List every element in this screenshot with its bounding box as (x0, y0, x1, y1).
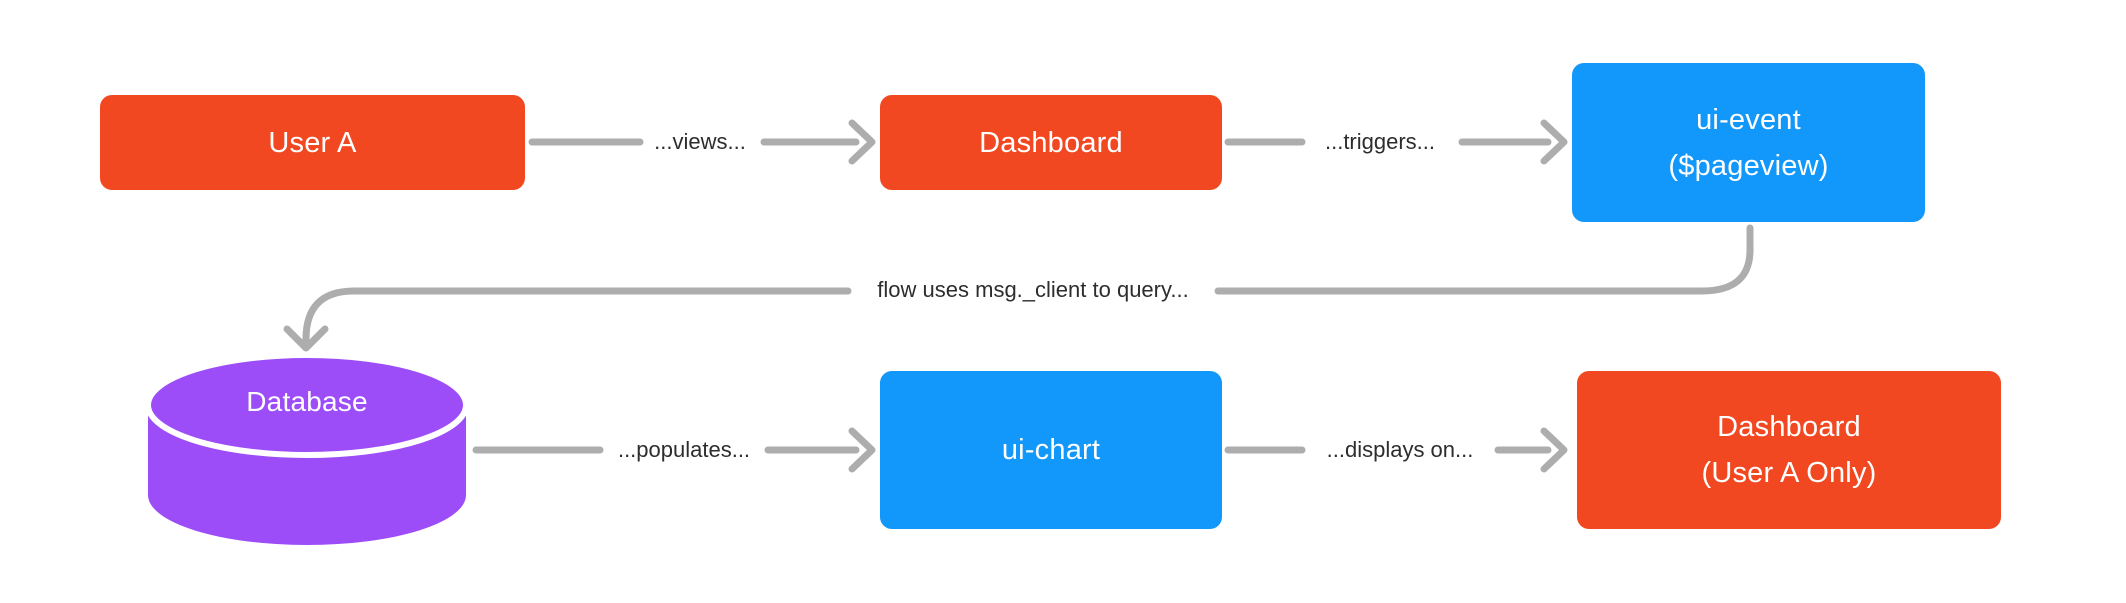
cylinder-bottom (148, 445, 466, 545)
node-database-label: Database (246, 386, 368, 417)
edge-label-displays-on: ...displays on... (1322, 437, 1478, 463)
cylinder-lid (145, 352, 469, 458)
node-ui-chart: ui-chart (880, 371, 1222, 529)
node-dashboard: Dashboard (880, 95, 1222, 190)
arrow-views-arrowhead-icon (848, 119, 876, 165)
arrow-query-line-left (302, 287, 852, 345)
arrow-query-arrowhead-icon (283, 325, 329, 352)
arrow-query-line-right (1214, 224, 1754, 295)
edge-label-triggers: ...triggers... (1320, 129, 1440, 155)
edge-label-flow-query: flow uses msg._client to query... (873, 277, 1193, 303)
node-user-a: User A (100, 95, 525, 190)
node-ui-event-pageview: ui-event ($pageview) (1572, 63, 1925, 222)
connector-group (283, 119, 1754, 473)
arrow-displays-arrowhead-icon (1540, 427, 1568, 473)
edge-label-populates: ...populates... (613, 437, 755, 463)
node-dashboard-user-a-only: Dashboard (User A Only) (1577, 371, 2001, 529)
edge-label-views: ...views... (650, 129, 750, 155)
arrow-triggers-arrowhead-icon (1540, 119, 1568, 165)
database-node-cylinder-icon (145, 352, 469, 545)
arrow-populates-arrowhead-icon (848, 427, 876, 473)
